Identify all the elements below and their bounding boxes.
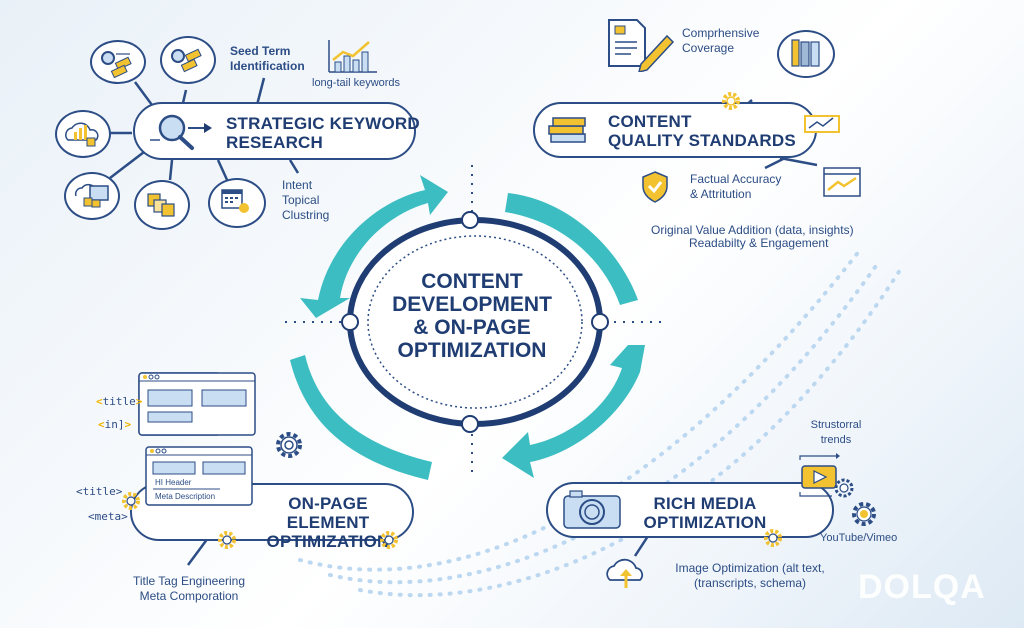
axis-dotted-lines — [285, 165, 665, 478]
magnifier-tags-icon — [171, 48, 202, 73]
document-pencil-icon — [608, 19, 675, 72]
onpage-element-title: ON-PAGE ELEMENT OPTIMIZATION — [266, 494, 390, 551]
header-mock-label: HI Header — [155, 478, 192, 487]
comprehensive-coverage-label: Comprhensive Coverage — [682, 26, 760, 55]
quality-standards-pill — [533, 102, 817, 158]
rich-media-title: RICH MEDIA OPTIMIZATION — [643, 494, 767, 532]
gear-icon — [218, 531, 236, 549]
search-tags-icon — [101, 51, 132, 78]
title-tag-top: <title> — [96, 395, 143, 408]
books-icon — [791, 39, 820, 67]
books-stack-icon — [548, 117, 586, 143]
arrow-bottom-left — [290, 355, 432, 480]
gear-outline-icon — [834, 478, 854, 498]
meta-tag-left: <meta> — [88, 510, 128, 523]
video-play-icon — [799, 453, 840, 497]
gear-icon — [722, 92, 740, 110]
growth-chart-icon — [328, 40, 377, 73]
watermark-logo: DOLQA — [858, 568, 986, 606]
factual-accuracy-label: Factual Accuracy & Attritution — [690, 172, 782, 201]
calendar-sun-icon — [221, 189, 249, 213]
quality-standards-title: CONTENT QUALITY STANDARDS — [608, 112, 796, 150]
gear-outline-icon — [276, 432, 302, 458]
arrow-top-right — [505, 193, 638, 305]
shield-check-icon — [642, 171, 668, 203]
cloud-document-icon — [74, 184, 109, 208]
arrow-top-left — [300, 175, 448, 318]
arrow-bottom-right — [502, 345, 645, 478]
seed-term-label: Seed Term Identification — [230, 44, 305, 73]
readability-label: Readabilty & Engagement — [689, 236, 829, 250]
cycle-arrows — [290, 175, 645, 480]
gear-icon — [122, 492, 140, 510]
gear-icon — [764, 529, 782, 547]
keyword-node-cloud-chart — [55, 110, 111, 158]
browser-window-top — [138, 372, 256, 436]
intent-clustering-label: Intent Topical Clustring — [282, 178, 330, 222]
original-value-label: Original Value Addition (data, insights) — [651, 223, 854, 237]
keyword-node-cloud-document — [64, 172, 120, 220]
browser-window-bottom — [145, 446, 253, 506]
camera-icon — [563, 490, 621, 529]
h1-tag: <in]> — [98, 418, 132, 431]
image-optimization-label: Image Optimization (alt text, (transcrip… — [675, 561, 825, 590]
structural-trends-label: Strustorral trends — [810, 419, 862, 446]
title-tag-engineering-label: Title Tag Engineering Meta Comporation — [132, 574, 246, 603]
gear-yellow-icon — [852, 502, 876, 526]
keyword-research-pill — [133, 102, 416, 160]
cloud-chart-icon — [65, 122, 99, 147]
description-mock-label: Meta Description — [155, 492, 216, 501]
longtail-keywords-label: long-tail keywords — [312, 77, 401, 89]
center-title: CONTENT DEVELOPMENT & ON-PAGE OPTIMIZATI… — [392, 270, 552, 362]
center-ring — [341, 211, 609, 433]
calendar-trend-icon — [823, 167, 861, 197]
trend-card-icon — [804, 115, 840, 133]
shopping-bags-icon — [147, 193, 175, 217]
gear-icon — [380, 531, 398, 549]
keyword-research-title: STRATEGIC KEYWORD RESEARCH — [226, 114, 420, 152]
cloud-upload-icon — [606, 558, 644, 588]
magnifier-arrow-icon — [150, 114, 212, 150]
title-tag-left: <title> — [76, 485, 123, 498]
youtube-vimeo-label: YouTube/Vimeo — [820, 532, 898, 544]
